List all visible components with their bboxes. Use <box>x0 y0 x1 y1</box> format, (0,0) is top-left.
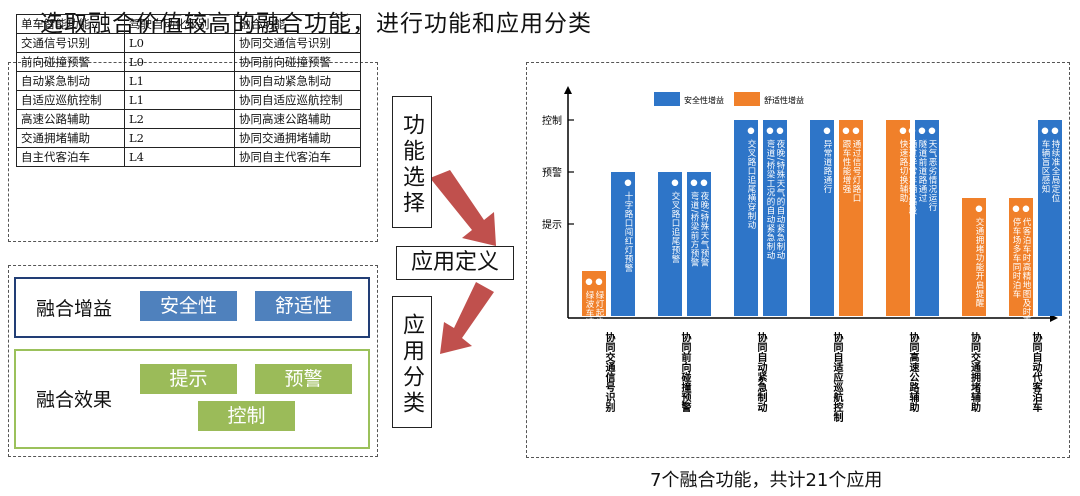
fusion-gain-label: 融合增益 <box>36 298 113 320</box>
group-label: 协同自动代客泊车 <box>1030 331 1043 413</box>
bar <box>1038 120 1062 316</box>
group-label: 协同自适应巡航控制 <box>831 331 843 423</box>
y-tick-label: 预警 <box>542 166 562 179</box>
bar <box>886 120 910 316</box>
table-cell: 交通拥堵辅助 <box>16 128 125 148</box>
table-cell: 协同前向碰撞预警 <box>234 52 361 72</box>
bar-label: ● 隧道前道路通过 <box>917 126 927 203</box>
table-cell: 协同自适应巡航控制 <box>234 90 361 110</box>
table-row: 交通信号识别 L0 协同交通信号识别 <box>16 33 361 53</box>
bar-label: ● 交叉路口追尾横穿制动 <box>746 126 756 230</box>
table-cell: 协同交通拥堵辅助 <box>234 128 361 148</box>
bar <box>915 120 939 316</box>
fusion-effect-box <box>14 349 370 449</box>
fusion-effect-label: 融合效果 <box>36 389 113 411</box>
bar-label: ● 代客泊车时高精地图及时更新 <box>1021 204 1031 335</box>
effect-hint: 提示 <box>140 364 237 394</box>
bar <box>810 120 834 316</box>
step-function-selection: 功能选择 <box>392 96 432 228</box>
bar-label: ● 异常道路通行 <box>822 126 832 194</box>
table-cell: L4 <box>124 147 235 167</box>
table-row: 高速公路辅助 L2 协同高速公路辅助 <box>16 109 361 129</box>
legend-label: 安全性增益 <box>684 95 724 105</box>
gain-safety: 安全性 <box>140 291 237 321</box>
table-row: 自适应巡航控制 L1 协同自适应巡航控制 <box>16 90 361 110</box>
fusion-gain-box <box>14 277 370 338</box>
bar-label: ● 夜晚/特殊天气预警 <box>699 178 709 268</box>
chart-box <box>526 62 1070 458</box>
y-axis-arrow-icon <box>564 86 572 94</box>
bar-label: ● 跟车性能增强 <box>841 126 851 194</box>
legend-swatch <box>654 92 680 106</box>
fusion-application-chart: 提示 预警 控制 安全性增益 舒适性增益 ● 绿灯起步提醒● 绿波车速引导 ● 十字路口闯红… <box>542 86 1062 423</box>
bar-label: ● 交通拥堵功能开启提醒 <box>974 204 984 308</box>
bar-label: ● 交叉路口追尾预警 <box>670 178 680 264</box>
bar-label: ● 十字路口闯红灯预警 <box>623 178 633 273</box>
bar-label: ● 夜晚/特殊天气的自动紧急制动 <box>775 126 785 261</box>
bar-label: ● 停车场多车同时泊车 <box>1011 204 1021 299</box>
table-cell: 协同交通信号识别 <box>234 33 361 53</box>
bar <box>687 172 711 316</box>
bar <box>763 120 787 316</box>
bar <box>734 120 758 316</box>
bar-label: ● 持续准全局定位 <box>1050 126 1060 203</box>
table-cell: 协同自主代客泊车 <box>234 147 361 167</box>
table-cell: 协同高速公路辅助 <box>234 109 361 129</box>
table-cell: 交通信号识别 <box>16 33 125 53</box>
bar <box>962 198 986 316</box>
bar <box>611 172 635 316</box>
bar-label: ● 快速路切换辅助 <box>898 126 908 203</box>
step-application-definition: 应用定义 <box>396 246 514 280</box>
table-cell: 自主代客泊车 <box>16 147 125 167</box>
effect-control: 控制 <box>198 401 295 431</box>
table-cell: L1 <box>124 90 235 110</box>
footer-summary: 7个融合功能，共计21个应用 <box>650 470 883 491</box>
bar-label: ● 绿灯起步提醒 <box>594 277 604 345</box>
group-label: 协同高速公路辅助 <box>907 331 919 413</box>
bar-label: ● 通过异常车辆/路段 <box>907 126 917 216</box>
table-cell: 高速公路辅助 <box>16 109 125 129</box>
y-tick-label: 提示 <box>542 219 562 231</box>
bar-label: ● 弯道/桥梁工况的自动紧急制动 <box>765 126 775 261</box>
table-row: 自动紧急制动 L1 协同自动紧急制动 <box>16 71 361 91</box>
legend-label: 舒适性增益 <box>764 95 804 105</box>
step-application-classification: 应用分类 <box>392 296 432 428</box>
bar <box>658 172 682 316</box>
bar-label: ● 弯道/桥梁前方预警 <box>689 178 699 268</box>
gain-comfort: 舒适性 <box>255 291 352 321</box>
arrow-down-icon <box>430 170 496 246</box>
fusion-box <box>8 265 378 457</box>
table-cell: 协同自动紧急制动 <box>234 71 361 91</box>
bar-label: ● 车辆盲区感知 <box>1040 126 1050 194</box>
bar-label: ● 天气恶劣情况运行 <box>927 126 937 212</box>
bar-label: ● 绿波车速引导 <box>584 277 594 345</box>
bar-label: ● 通过信号灯路口 <box>851 126 861 203</box>
group-label: 协同交通拥堵辅助 <box>969 331 981 413</box>
bar <box>582 271 606 316</box>
group-label: 协同交通信号识别 <box>603 331 616 413</box>
bar <box>1009 198 1033 316</box>
table-row: 交通拥堵辅助 L2 协同交通拥堵辅助 <box>16 128 361 148</box>
legend-swatch <box>734 92 760 106</box>
arrow-down-icon <box>440 282 494 354</box>
function-table: 单车智能功能 驾驶自动化级别 融合功能 交通信号识别 L0 协同交通信号识别 前… <box>16 14 361 167</box>
bar <box>839 120 863 316</box>
y-tick-label: 控制 <box>542 114 562 127</box>
effect-warning: 预警 <box>255 364 352 394</box>
table-row: 自主代客泊车 L4 协同自主代客泊车 <box>16 147 361 167</box>
group-label: 协同自动紧急制动 <box>755 331 767 413</box>
group-label: 协同前向碰撞预警 <box>679 331 692 413</box>
